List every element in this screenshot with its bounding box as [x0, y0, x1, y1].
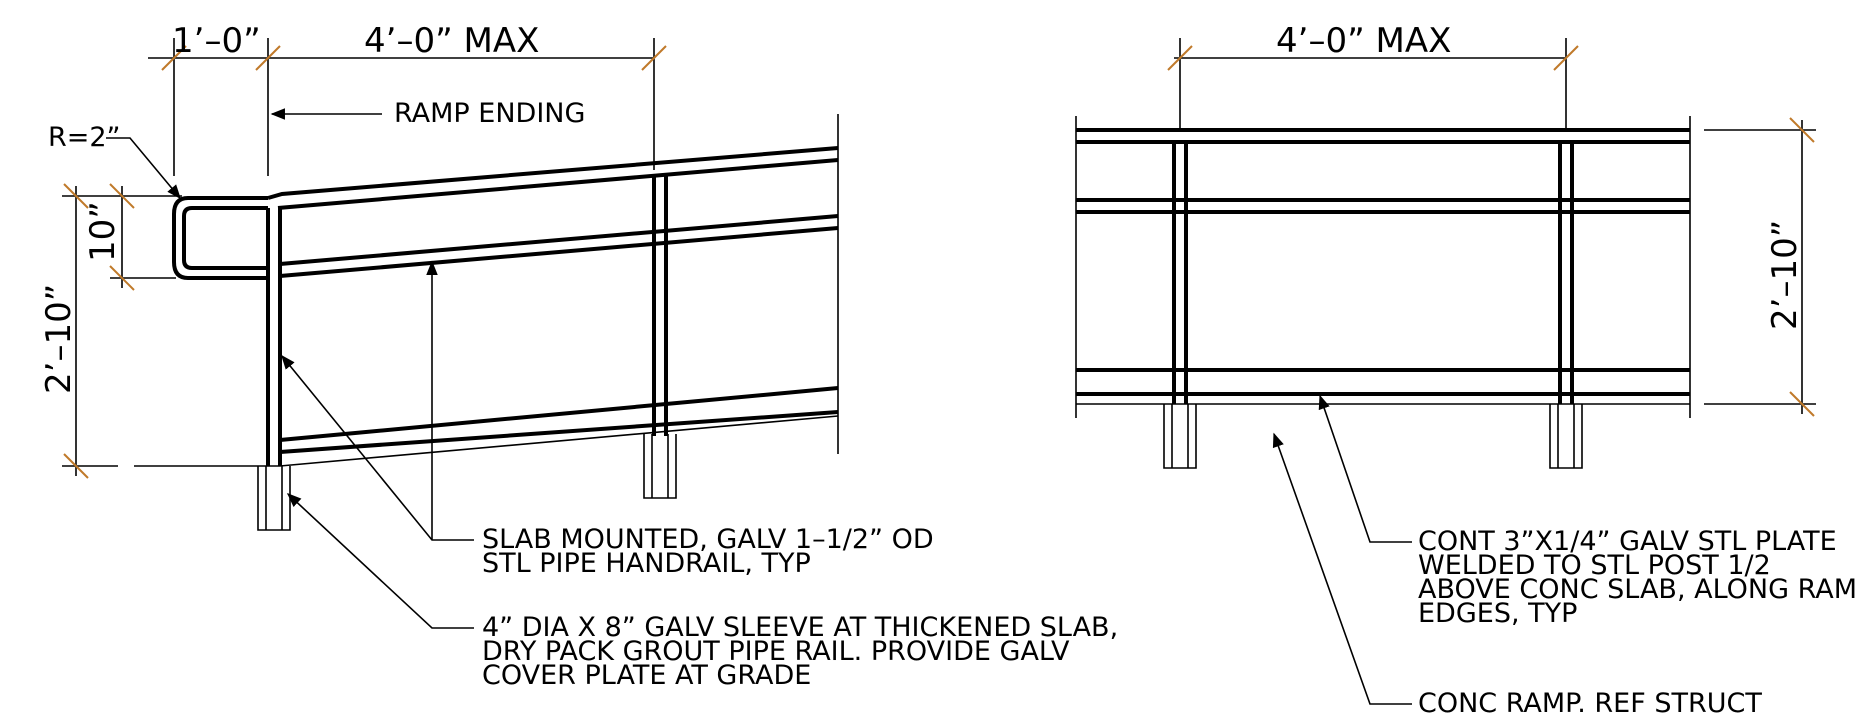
- mid-rail-upper: [279, 214, 839, 266]
- dim-tick: [63, 183, 89, 209]
- dim-tick: [641, 45, 667, 71]
- top-rail-outer: [267, 146, 839, 200]
- left-handrail-elevation: 1’–0” 4’–0” MAX 10” 2’–10” R=2” RAMP END…: [39, 21, 1118, 691]
- dim-tick: [1789, 391, 1815, 417]
- bottom-rail-upper: [279, 386, 839, 442]
- dim-tick: [1167, 45, 1193, 71]
- sleeve-note-line-3: COVER PLATE AT GRADE: [482, 660, 811, 691]
- ramp-ending-label: RAMP ENDING: [394, 98, 585, 129]
- plate-note-line-4: EDGES, TYP: [1418, 598, 1577, 629]
- mid-rail-lower: [279, 226, 839, 278]
- sleeve-2: [643, 434, 677, 499]
- sleeve-note-leader: [286, 493, 474, 629]
- side-dim-label-2ft10: 2’–10”: [1765, 220, 1805, 330]
- plate-note-leader: [1318, 394, 1412, 543]
- ramp-note-leader: [1272, 432, 1412, 705]
- side-sleeve-2: [1549, 404, 1583, 469]
- dim-label-1ft: 1’–0”: [172, 21, 261, 61]
- dim-tick: [109, 183, 135, 209]
- handrail-return-inner: [182, 206, 268, 270]
- handrail-note-line-2: STL PIPE HANDRAIL, TYP: [482, 548, 811, 579]
- side-dim-label-4ft-max: 4’–0” MAX: [1276, 21, 1451, 61]
- handrail-return-outer: [172, 196, 268, 280]
- ramp-slope-line: [279, 415, 839, 467]
- plate-note-line-2: WELDED TO STL POST 1/2: [1418, 550, 1771, 581]
- dim-label-10in: 10”: [83, 201, 123, 262]
- bottom-rail-lower: [279, 410, 839, 454]
- sleeve-note-line-1: 4” DIA X 8” GALV SLEEVE AT THICKENED SLA…: [482, 612, 1118, 643]
- top-rail-inner: [277, 158, 839, 210]
- sleeve-1: [257, 466, 291, 531]
- radius-leader: [106, 137, 181, 200]
- dim-tick: [161, 45, 187, 71]
- dim-tick: [1553, 45, 1579, 71]
- dim-label-2ft10: 2’–10”: [39, 284, 79, 394]
- sleeve-note-line-2: DRY PACK GROUT PIPE RAIL. PROVIDE GALV: [482, 636, 1070, 667]
- handrail-note-line-1: SLAB MOUNTED, GALV 1–1/2” OD: [482, 524, 934, 555]
- dim-tick: [109, 265, 135, 291]
- plate-note-line-3: ABOVE CONC SLAB, ALONG RAM: [1418, 574, 1857, 605]
- side-sleeve-1: [1163, 404, 1197, 469]
- dim-tick: [255, 45, 281, 71]
- dim-tick: [63, 453, 89, 479]
- plate-note-line-1: CONT 3”X1/4” GALV STL PLATE: [1418, 526, 1837, 557]
- dim-label-4ft-max: 4’–0” MAX: [364, 21, 539, 61]
- right-side-elevation: 4’–0” MAX 2’–10” CONT 3”X1/4” GALV STL P…: [1075, 21, 1857, 719]
- ramp-note-label: CONC RAMP. REF STRUCT: [1418, 688, 1762, 719]
- dim-tick: [1789, 117, 1815, 143]
